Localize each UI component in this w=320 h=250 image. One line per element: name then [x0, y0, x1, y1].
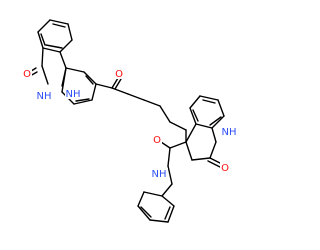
- atom-label: O: [115, 69, 123, 80]
- quinolinone-oxygen-atom: O: [220, 162, 230, 174]
- anilide-oxygen-atom: O: [152, 134, 162, 146]
- phenanthridinone-lower-ring: [61, 67, 97, 105]
- quinolinone-benzo-ring: [189, 95, 225, 129]
- bonds: [27, 19, 225, 223]
- chain-ketone-oxygen-atom: O: [114, 68, 124, 80]
- anilide-nh-atom: NH: [150, 168, 168, 180]
- atom-label: NH: [66, 89, 81, 100]
- alkyl-chain: [95, 77, 187, 131]
- atom-label: O: [221, 163, 229, 174]
- anilide-group: [137, 139, 187, 223]
- atom-label: O: [153, 135, 161, 146]
- atom-label: O: [23, 69, 31, 80]
- phenanthridinone-lactam-ring: [27, 47, 67, 87]
- phenanthridinone-oxygen-atom: O: [22, 68, 32, 80]
- atom-label: NH: [37, 91, 52, 102]
- phenanthridinone-benzo-ring: [37, 19, 73, 53]
- quinolinone-lactam-ring: [185, 123, 223, 168]
- amide-link-nh-atom: NH: [65, 88, 81, 100]
- quinolinone-nh-atom: NH: [220, 126, 238, 138]
- atom-label: NH: [152, 169, 167, 180]
- atom-label: NH: [222, 127, 237, 138]
- phenanthridinone-nh-atom: NH: [36, 90, 52, 102]
- atom-labels: O NH NH O NH O NH O: [22, 68, 238, 180]
- chemical-structure: O NH NH O NH O NH O: [22, 19, 238, 223]
